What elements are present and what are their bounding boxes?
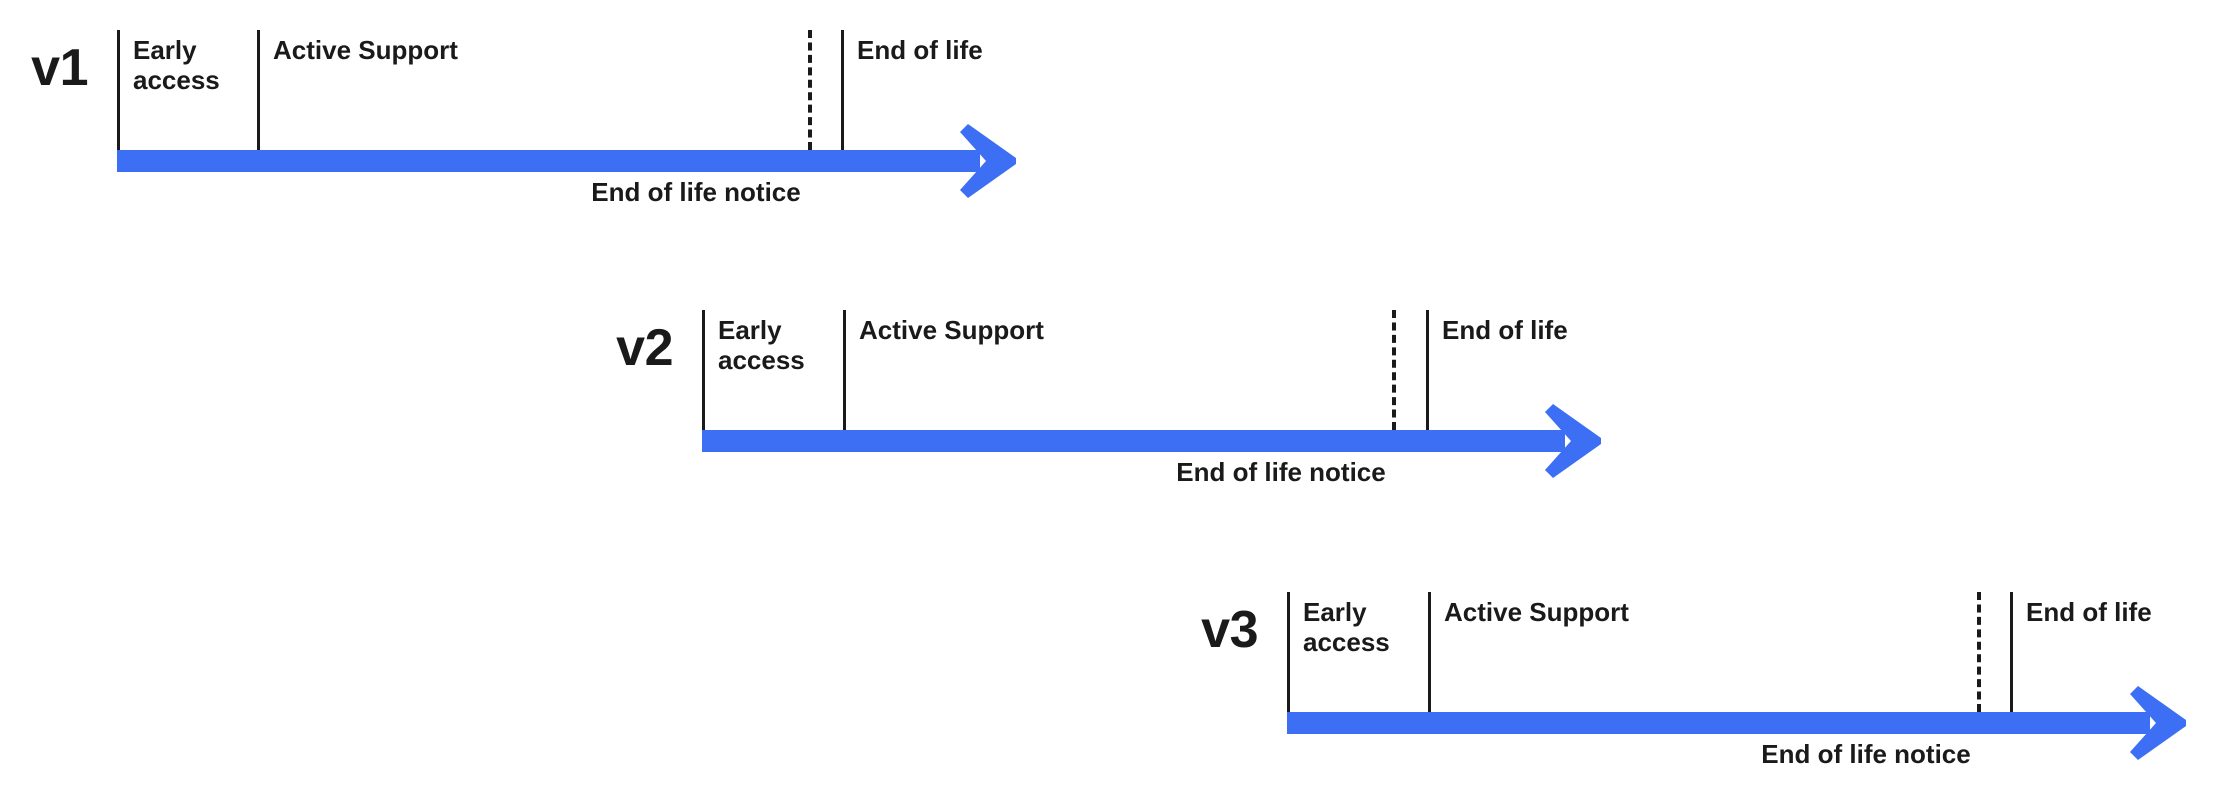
- phase-divider-start-v1: [117, 30, 120, 150]
- timeline-bar-v2: [702, 430, 1565, 452]
- end-of-life-notice-label-v2: End of life notice: [1176, 457, 1386, 487]
- phase-divider-active-support-v3: [1428, 592, 1431, 712]
- phase-label-early-access-v1: Early access: [133, 35, 220, 95]
- timeline-bar-v1: [117, 150, 980, 172]
- version-label-v2: v2: [616, 319, 673, 377]
- phase-label-end-of-life-v1: End of life: [857, 35, 983, 65]
- version-label-v3: v3: [1201, 601, 1258, 659]
- timeline-arrow-head-v1: [956, 124, 1022, 198]
- phase-divider-active-support-v1: [257, 30, 260, 150]
- phase-label-active-support-v1: Active Support: [273, 35, 458, 65]
- phase-divider-end-of-life-v3: [2010, 592, 2013, 712]
- end-of-life-notice-marker-v3: [1977, 592, 1981, 712]
- phase-label-active-support-v2: Active Support: [859, 315, 1044, 345]
- phase-divider-start-v3: [1287, 592, 1290, 712]
- phase-divider-end-of-life-v1: [841, 30, 844, 150]
- end-of-life-notice-marker-v2: [1392, 310, 1396, 430]
- phase-label-early-access-v3: Early access: [1303, 597, 1390, 657]
- phase-divider-start-v2: [702, 310, 705, 430]
- phase-label-end-of-life-v2: End of life: [1442, 315, 1568, 345]
- phase-label-active-support-v3: Active Support: [1444, 597, 1629, 627]
- end-of-life-notice-marker-v1: [808, 30, 812, 150]
- timeline-arrow-head-v3: [2126, 686, 2192, 760]
- timeline-bar-v3: [1287, 712, 2150, 734]
- end-of-life-notice-label-v1: End of life notice: [591, 177, 801, 207]
- version-label-v1: v1: [31, 39, 88, 97]
- phase-divider-active-support-v2: [843, 310, 846, 430]
- end-of-life-notice-label-v3: End of life notice: [1761, 739, 1971, 769]
- phase-label-early-access-v2: Early access: [718, 315, 805, 375]
- phase-label-end-of-life-v3: End of life: [2026, 597, 2152, 627]
- timeline-arrow-head-v2: [1541, 404, 1607, 478]
- phase-divider-end-of-life-v2: [1426, 310, 1429, 430]
